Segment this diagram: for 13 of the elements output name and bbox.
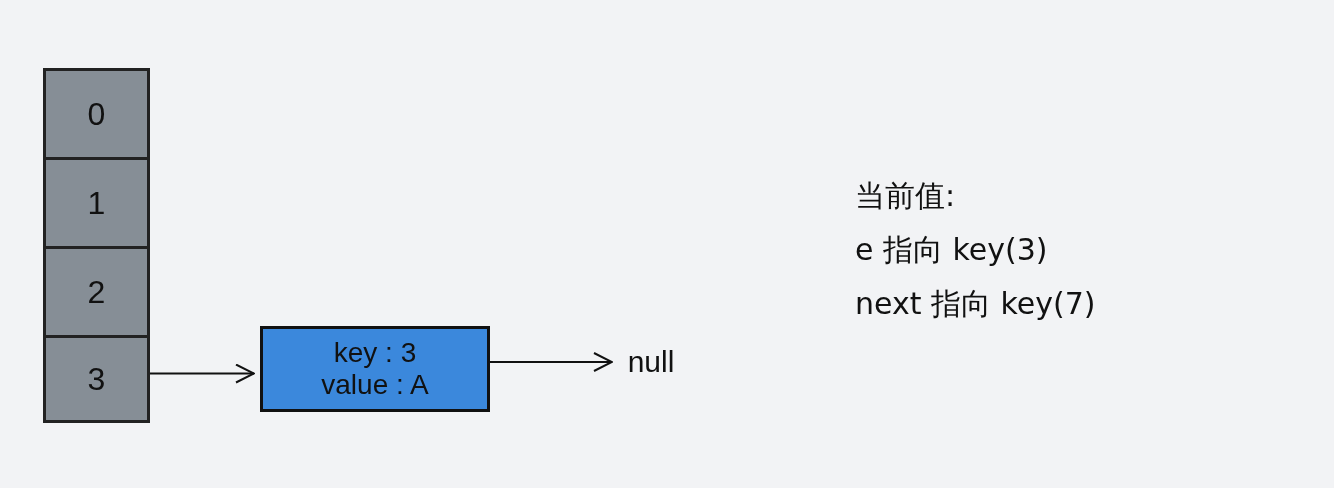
entry-box [260, 326, 490, 412]
note-text: next 指向 key(7) [855, 285, 1096, 323]
note-text: e 指向 key(3) [855, 231, 1048, 269]
entry-text: key : 3 [333, 337, 417, 369]
arrow [489, 352, 613, 372]
note-text: 当前值: [855, 177, 956, 215]
entry-text: value : A [321, 369, 429, 401]
array-cell: 1 [43, 157, 150, 249]
arrow [149, 363, 255, 384]
array-cell: 0 [43, 68, 150, 160]
null-text: null [618, 340, 684, 384]
array-cell: 2 [43, 246, 150, 338]
array-cell: 3 [43, 335, 150, 423]
